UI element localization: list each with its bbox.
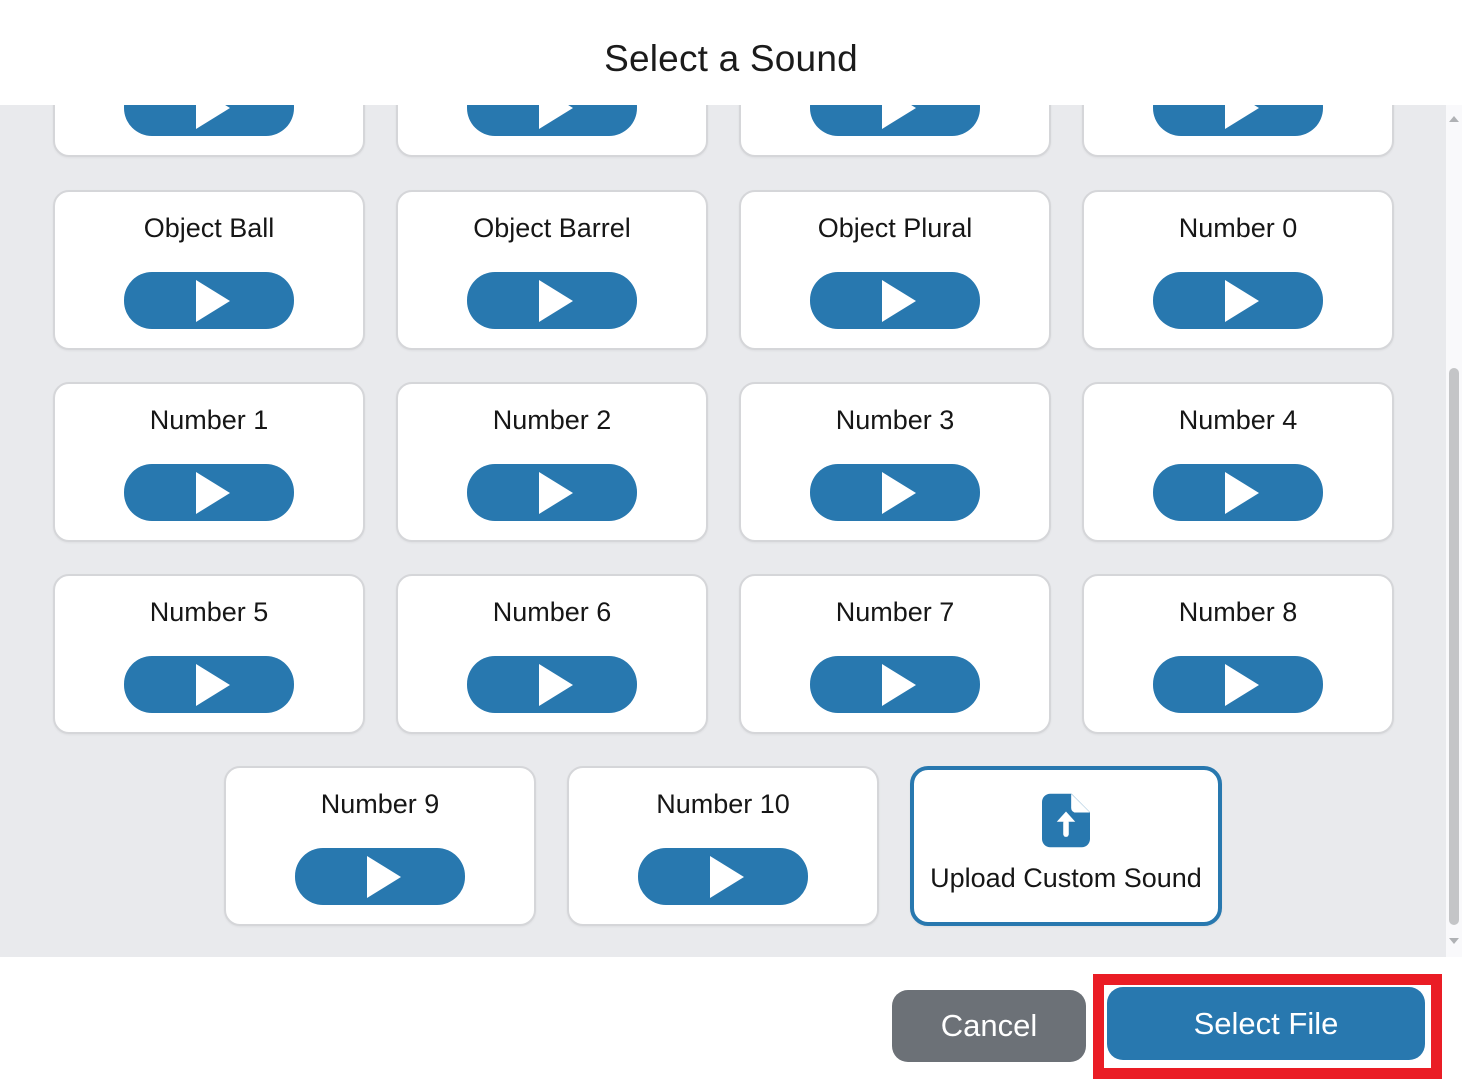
play-icon xyxy=(882,105,916,129)
play-icon xyxy=(882,279,916,322)
sound-card[interactable]: Number 4 xyxy=(1082,382,1394,542)
play-button[interactable] xyxy=(810,464,980,521)
sound-card[interactable]: Number 3 xyxy=(739,382,1051,542)
dialog-header: Select a Sound xyxy=(0,0,1462,105)
play-icon xyxy=(882,663,916,706)
play-icon xyxy=(196,105,230,129)
sound-card[interactable] xyxy=(739,105,1051,157)
sound-card-label: Number 0 xyxy=(1178,213,1298,243)
sound-card[interactable]: Number 1 xyxy=(53,382,365,542)
play-icon xyxy=(1225,279,1259,322)
sound-card[interactable]: Number 9 xyxy=(224,766,536,926)
play-button[interactable] xyxy=(467,656,637,713)
play-icon xyxy=(539,279,573,322)
sound-card[interactable]: Object Barrel xyxy=(396,190,708,350)
up-arrow-icon xyxy=(1449,116,1459,122)
sound-card[interactable]: Number 0 xyxy=(1082,190,1394,350)
play-button[interactable] xyxy=(467,464,637,521)
play-button[interactable] xyxy=(1153,464,1323,521)
scrollbar-down-arrow[interactable] xyxy=(1446,933,1462,949)
sound-card[interactable]: Number 10 xyxy=(567,766,879,926)
play-button[interactable] xyxy=(467,272,637,329)
sound-card-label: Object Barrel xyxy=(473,213,631,243)
upload-custom-sound-card[interactable]: Upload Custom Sound xyxy=(910,766,1222,926)
play-button[interactable] xyxy=(1153,272,1323,329)
down-arrow-icon xyxy=(1449,938,1459,944)
sound-card[interactable]: Number 7 xyxy=(739,574,1051,734)
scrollbar[interactable] xyxy=(1446,105,1462,957)
sound-card-label: Number 10 xyxy=(656,789,790,819)
sound-card-label: Number 2 xyxy=(492,405,612,435)
sound-card-label: Number 4 xyxy=(1178,405,1298,435)
upload-card-label: Upload Custom Sound xyxy=(930,863,1202,893)
play-button[interactable] xyxy=(810,656,980,713)
sound-card-label: Number 5 xyxy=(149,597,269,627)
play-button[interactable] xyxy=(124,105,294,136)
play-icon xyxy=(367,855,401,898)
sound-card[interactable]: Number 5 xyxy=(53,574,365,734)
play-button[interactable] xyxy=(467,105,637,136)
play-icon xyxy=(539,663,573,706)
play-button[interactable] xyxy=(810,272,980,329)
sound-card-label: Object Ball xyxy=(143,213,275,243)
scrollbar-thumb[interactable] xyxy=(1449,368,1459,925)
sound-card[interactable]: Number 6 xyxy=(396,574,708,734)
sound-card[interactable] xyxy=(396,105,708,157)
play-button[interactable] xyxy=(1153,656,1323,713)
cancel-button[interactable]: Cancel xyxy=(892,990,1086,1062)
sound-grid: Upload Custom Sound Object Ball Object B… xyxy=(0,105,1446,957)
play-icon xyxy=(1225,663,1259,706)
play-icon xyxy=(196,279,230,322)
sound-card-label: Number 3 xyxy=(835,405,955,435)
sound-card-label: Object Plural xyxy=(817,213,973,243)
play-icon xyxy=(882,471,916,514)
file-upload-icon xyxy=(1042,792,1090,854)
sound-card[interactable]: Object Ball xyxy=(53,190,365,350)
sound-card[interactable]: Object Plural xyxy=(739,190,1051,350)
play-button[interactable] xyxy=(810,105,980,136)
sound-card-label: Number 7 xyxy=(835,597,955,627)
play-button[interactable] xyxy=(124,656,294,713)
sound-card-label: Number 1 xyxy=(149,405,269,435)
play-button[interactable] xyxy=(124,272,294,329)
play-icon xyxy=(539,471,573,514)
play-icon xyxy=(710,855,744,898)
select-file-button[interactable]: Select File xyxy=(1107,987,1425,1060)
play-button[interactable] xyxy=(124,464,294,521)
scrollbar-up-arrow[interactable] xyxy=(1446,111,1462,127)
annotation-highlight-box: Select File xyxy=(1093,974,1442,1079)
play-button[interactable] xyxy=(295,848,465,905)
play-icon xyxy=(539,105,573,129)
play-icon xyxy=(196,663,230,706)
sound-card[interactable] xyxy=(1082,105,1394,157)
dialog-footer: Cancel Select File xyxy=(0,957,1462,1090)
play-button[interactable] xyxy=(638,848,808,905)
play-icon xyxy=(1225,471,1259,514)
dialog-title: Select a Sound xyxy=(604,38,858,79)
sound-card-label: Number 9 xyxy=(320,789,440,819)
sound-card-label: Number 8 xyxy=(1178,597,1298,627)
sound-card[interactable]: Number 8 xyxy=(1082,574,1394,734)
sound-card-label: Number 6 xyxy=(492,597,612,627)
sound-card[interactable]: Number 2 xyxy=(396,382,708,542)
play-icon xyxy=(1225,105,1259,129)
play-button[interactable] xyxy=(1153,105,1323,136)
sound-card[interactable] xyxy=(53,105,365,157)
play-icon xyxy=(196,471,230,514)
